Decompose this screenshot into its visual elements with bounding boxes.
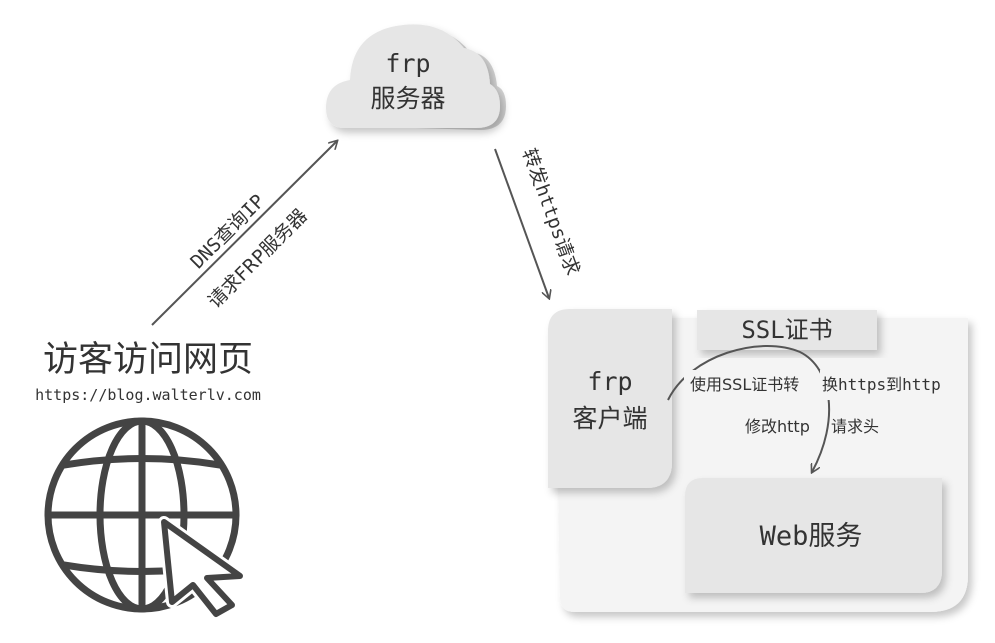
forward-arrow [494,148,549,298]
visitor-title: 访客访问网页 [43,340,253,380]
globe-with-cursor-icon [44,417,240,613]
web-service-box [685,478,942,593]
annotation-line1b: 换https到http [822,375,941,394]
annotation-line2b: 请求头 [831,417,879,436]
annotation-line2a: 修改http [745,417,810,436]
annotation-line1a: 使用SSL证书转 [690,375,799,394]
forward-label: 转发https请求 [518,146,584,279]
frp-server-line2: 服务器 [370,84,445,113]
cursor-arrow-outline [161,519,243,617]
ssl-cert-label: SSL证书 [741,316,832,344]
frp-client-line1: frp [587,367,632,396]
conversion-arrow [667,344,831,472]
annotation-bg-2a [742,412,822,440]
cloud-front-shape [326,24,500,129]
visitor-url: https://blog.walterlv.com [35,386,261,404]
annotation-bg-1b [820,370,946,400]
ssl-cert-tab [697,310,877,350]
annotation-bg-1a [684,370,816,400]
frp-client-line2: 客户端 [572,404,647,433]
web-service-label: Web服务 [760,521,863,552]
frp-server-cloud: frp 服务器 [326,24,506,131]
dns-arrow [151,141,337,326]
frp-client-box [548,309,672,488]
frp-server-line1: frp [385,49,430,78]
